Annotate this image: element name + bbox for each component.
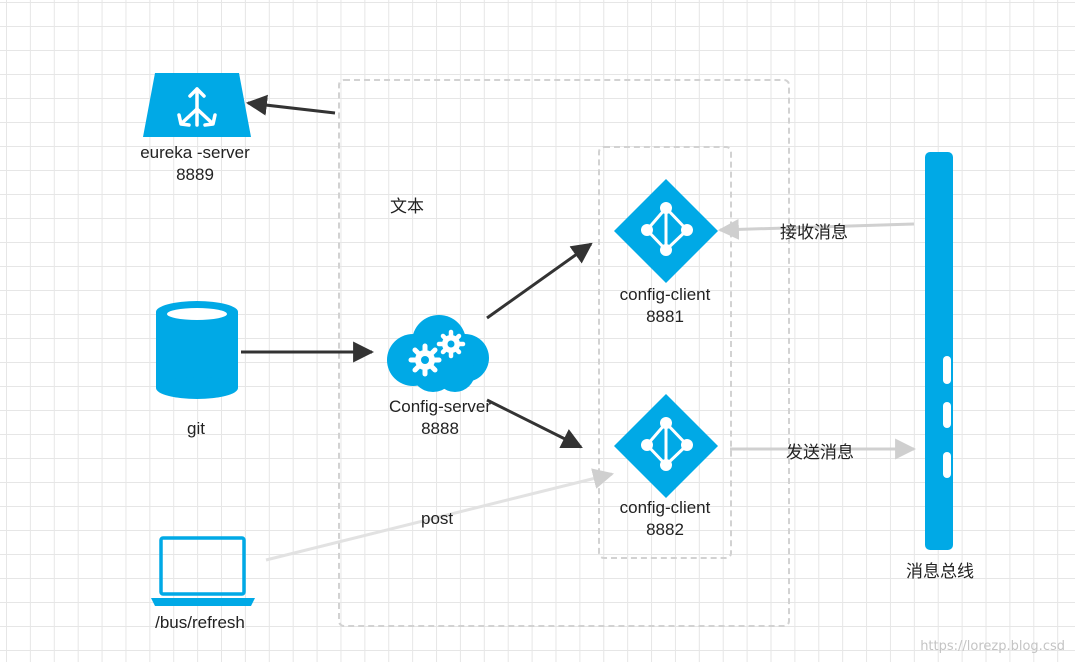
post-label: post	[421, 509, 454, 528]
laptop-icon	[151, 536, 255, 606]
config-client-2-name: config-client	[619, 498, 711, 517]
receive-message-label: 接收消息	[780, 223, 848, 242]
watermark: https://lorezp.blog.csd	[920, 639, 1065, 654]
config-server-name: Config-server	[388, 397, 492, 416]
git-label: git	[187, 419, 205, 438]
eureka-server-name: eureka -server	[140, 143, 250, 162]
eureka-server-port: 8889	[176, 165, 214, 184]
eureka-server-icon	[143, 73, 251, 137]
config-client-1-name: config-client	[619, 285, 711, 304]
message-bus-label: 消息总线	[906, 562, 974, 581]
config-client-2-label: config-client 8882	[585, 497, 745, 541]
config-server-cloud-icon	[387, 315, 489, 392]
git-database-icon	[156, 301, 238, 399]
config-client-1-icon	[614, 179, 718, 283]
config-client-1-label: config-client 8881	[585, 284, 745, 328]
bus-refresh-label: /bus/refresh	[155, 613, 245, 632]
config-server-label: Config-server 8888	[360, 396, 520, 440]
client-group-container	[598, 146, 732, 559]
config-server-port: 8888	[421, 419, 459, 438]
config-client-2-port: 8882	[646, 520, 684, 539]
arrow-server-to-client2	[486, 398, 583, 449]
send-message-label: 发送消息	[786, 443, 854, 462]
arrow-bus-to-client1	[717, 218, 915, 240]
text-annotation: 文本	[390, 197, 424, 216]
message-bus-icon	[925, 152, 953, 550]
arrow-refresh-to-client2	[265, 468, 615, 562]
arrow-to-eureka	[245, 94, 336, 116]
config-client-2-icon	[614, 394, 718, 498]
eureka-server-label: eureka -server 8889	[110, 142, 280, 186]
config-client-1-port: 8881	[646, 307, 684, 326]
arrow-server-to-client1	[486, 242, 593, 320]
